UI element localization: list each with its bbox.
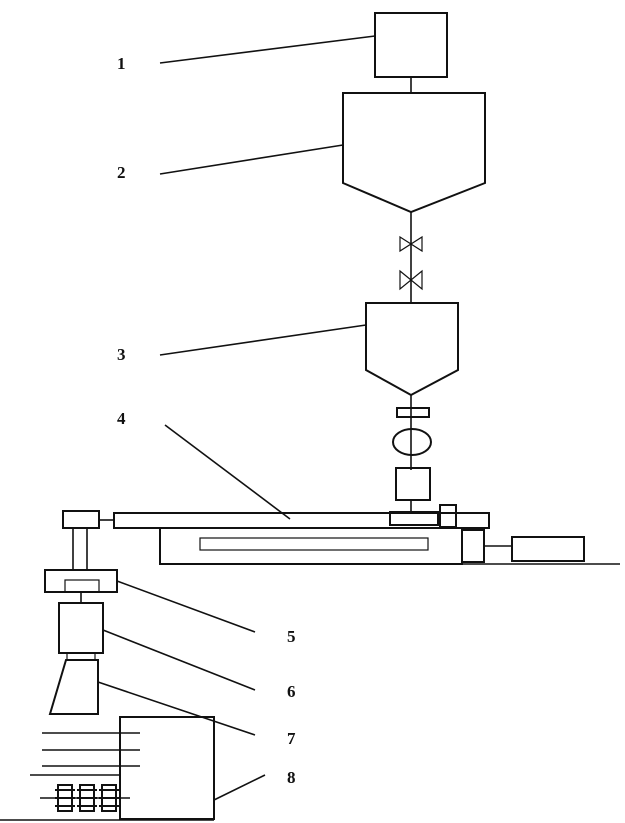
component-5-plate [44, 569, 118, 593]
rod-right-block [439, 504, 457, 528]
label-5: 5 [287, 627, 296, 646]
leader-3 [159, 324, 367, 356]
label-8: 8 [287, 768, 296, 787]
leader-6 [102, 629, 256, 691]
guide-slot [199, 537, 429, 551]
guide-body [159, 527, 463, 565]
feed-plate [396, 407, 430, 418]
guide-end [461, 529, 485, 563]
valve-upper [399, 235, 423, 253]
box-6-neck [66, 652, 96, 661]
component-6-box [58, 602, 104, 654]
leader-2 [159, 144, 344, 175]
leader-4 [164, 424, 291, 520]
leader-5 [116, 580, 256, 633]
component-2-hopper [342, 92, 486, 214]
component-7-nozzle [48, 659, 99, 715]
mold-gear-3 [99, 784, 119, 812]
component-3-hopper [365, 302, 459, 397]
rod-slider [389, 511, 439, 526]
mold-gear-2 [77, 784, 97, 812]
label-7: 7 [287, 729, 296, 748]
label-4: 4 [117, 409, 126, 428]
feed-box [395, 467, 431, 501]
valve-lower [399, 269, 423, 291]
leader-8 [213, 774, 266, 801]
label-2: 2 [117, 163, 126, 182]
label-1: 1 [117, 54, 126, 73]
mold-gear-1 [55, 784, 75, 812]
component-8-box [119, 716, 215, 820]
motor [511, 536, 585, 562]
leader-7 [97, 681, 256, 736]
leader-1 [159, 35, 376, 64]
plate-inner [64, 579, 100, 593]
component-1-box [374, 12, 448, 78]
label-6: 6 [287, 682, 296, 701]
rod-left-end [62, 510, 100, 529]
feed-wheel [392, 428, 432, 456]
label-3: 3 [117, 345, 126, 364]
